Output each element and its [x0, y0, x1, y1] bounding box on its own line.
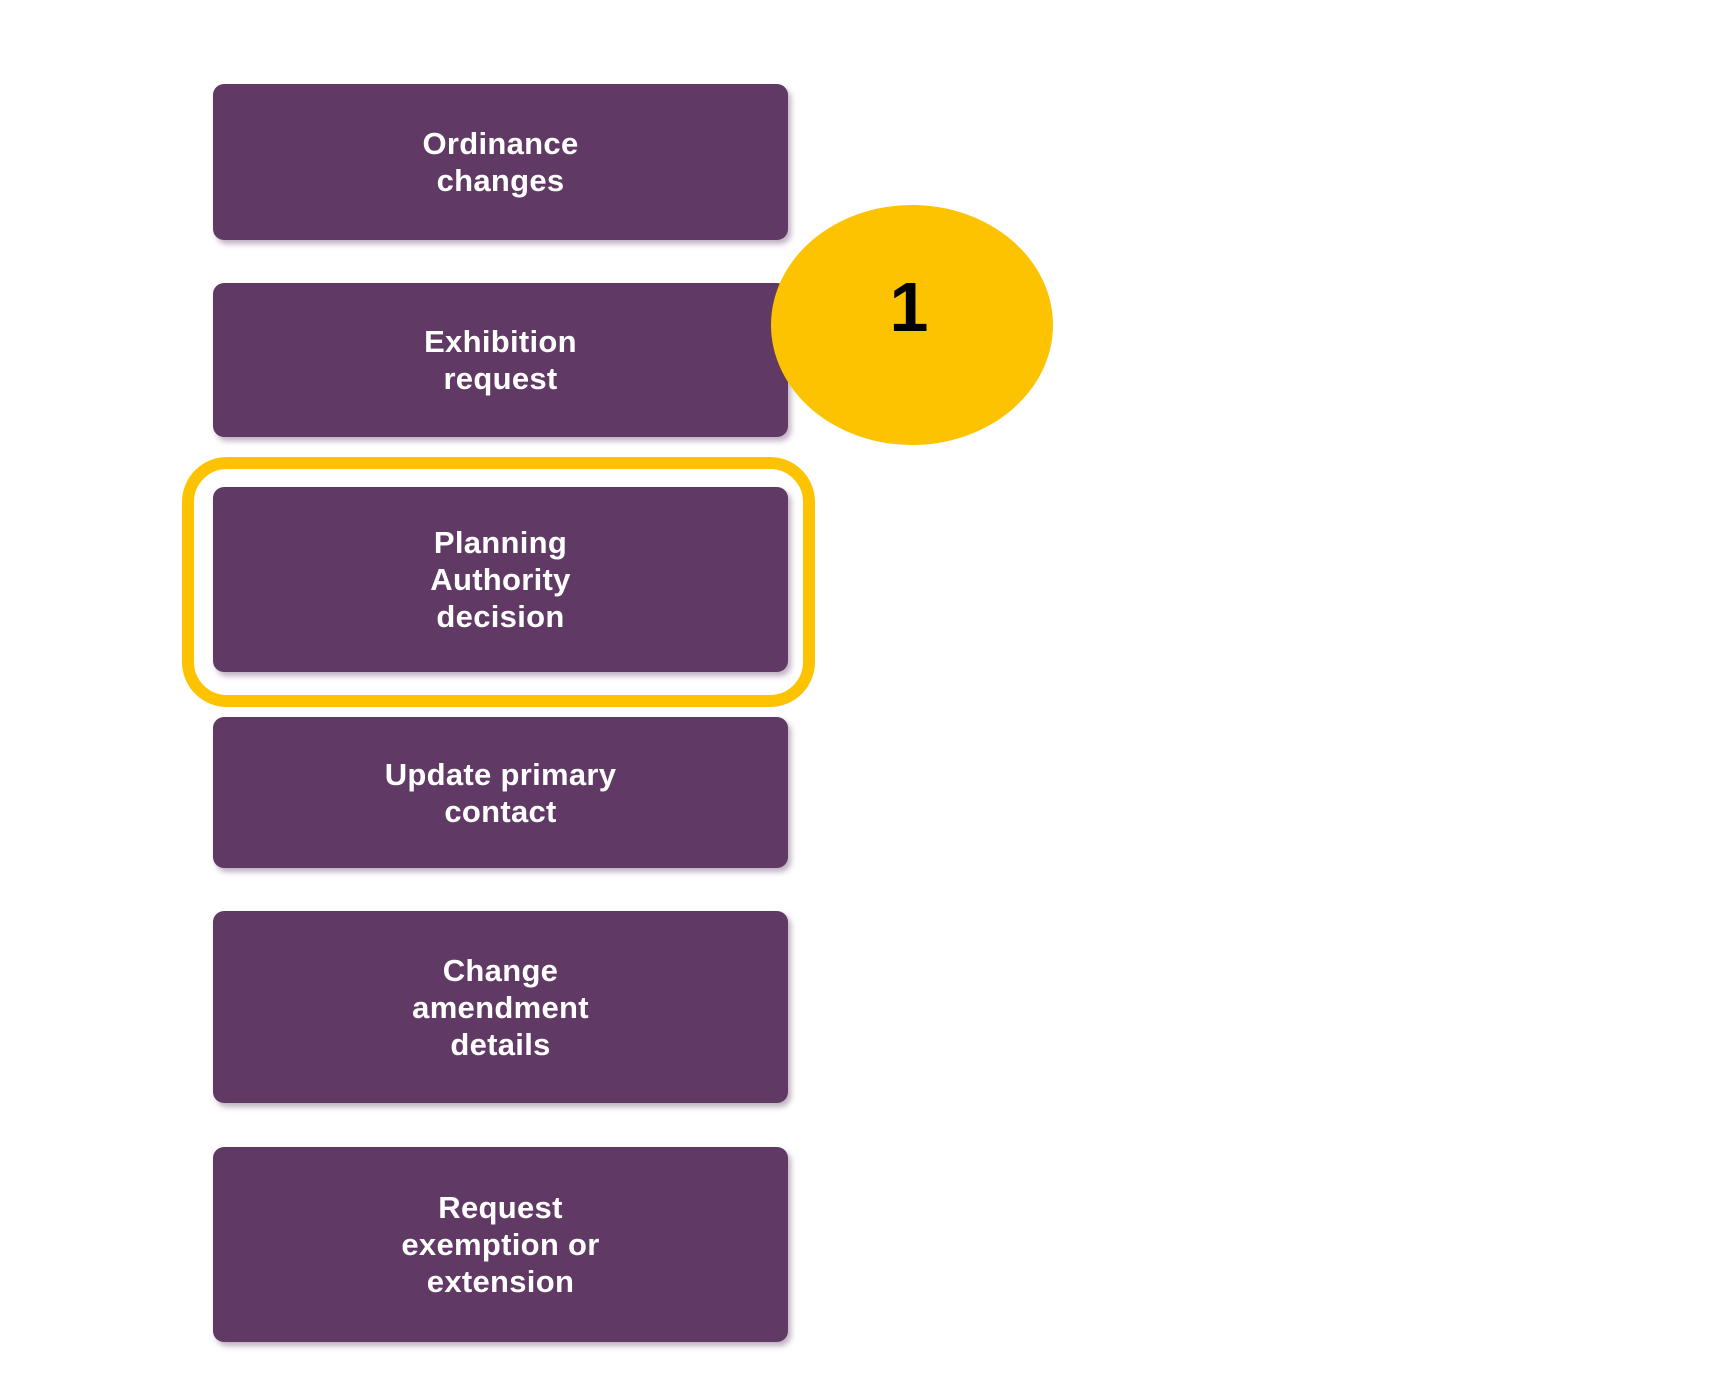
change-amendment-details-button[interactable]: Change amendment details [213, 911, 788, 1103]
planning-authority-decision-button[interactable]: Planning Authority decision [213, 487, 788, 672]
step-1-annotation-badge: 1 [771, 205, 1053, 445]
ordinance-changes-button[interactable]: Ordinance changes [213, 84, 788, 240]
step-number-label: 1 [889, 268, 929, 346]
request-exemption-or-extension-button[interactable]: Request exemption or extension [213, 1147, 788, 1342]
exhibition-request-button[interactable]: Exhibition request [213, 283, 788, 437]
update-primary-contact-button[interactable]: Update primary contact [213, 717, 788, 868]
